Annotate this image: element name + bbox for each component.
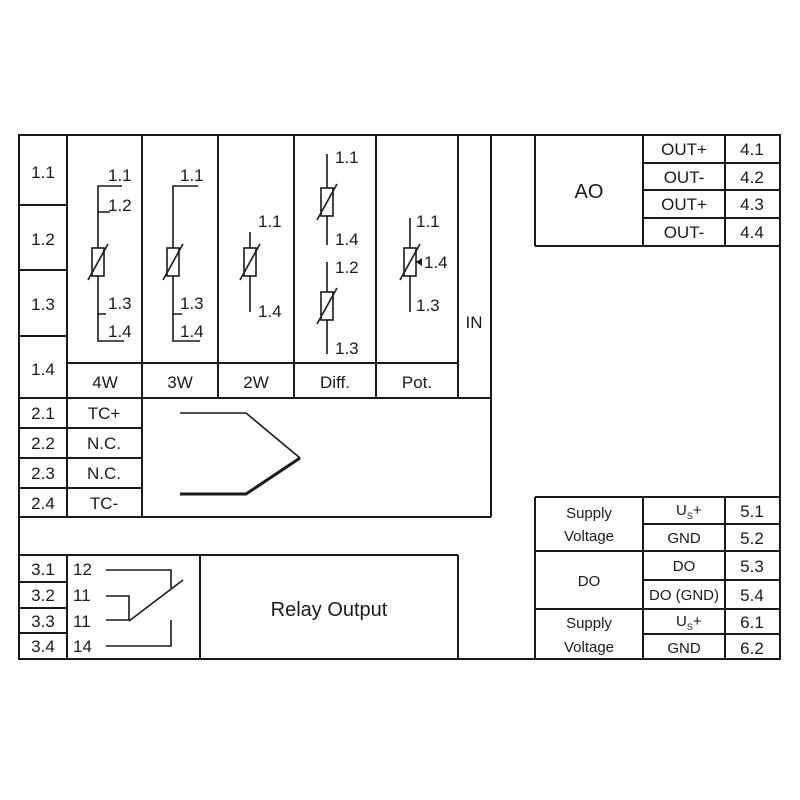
terminal-2-3: 2.3 [31, 464, 55, 483]
ao-out-minus-1: OUT- [664, 168, 705, 187]
svg-text:1.3: 1.3 [180, 294, 204, 313]
supply-do-block: Supply Voltage US+ GND DO DO DO (GND) Su… [564, 502, 719, 657]
thermocouple-block: TC+ N.C. N.C. TC- [87, 404, 301, 513]
terminal-4-2: 4.2 [740, 168, 764, 187]
terminal-5-3: 5.3 [740, 557, 764, 576]
gnd-label-2: GND [667, 640, 701, 657]
svg-text:1.2: 1.2 [335, 258, 359, 277]
supply-label-2: Supply [566, 615, 612, 632]
svg-text:1.1: 1.1 [335, 148, 359, 167]
svg-text:1.1: 1.1 [108, 166, 132, 185]
terminal-4-3: 4.3 [740, 195, 764, 214]
label-4w: 4W [92, 373, 118, 392]
ao-block: AO OUT+ OUT- OUT+ OUT- [575, 140, 707, 242]
label-2w: 2W [243, 373, 269, 392]
terminal-2-2: 2.2 [31, 434, 55, 453]
relay-pin-11b: 11 [73, 612, 91, 631]
relay-output-label: Relay Output [271, 599, 388, 621]
svg-text:1.4: 1.4 [180, 322, 204, 341]
svg-text:1.3: 1.3 [416, 296, 440, 315]
svg-text:1.2: 1.2 [108, 196, 132, 215]
terminal-3-3: 3.3 [31, 612, 55, 631]
potentiometer-symbol: 1.1 1.4 1.3 [399, 212, 448, 315]
ao-out-plus-1: OUT+ [661, 140, 707, 159]
terminal-2-4: 2.4 [31, 494, 55, 513]
svg-text:1.4: 1.4 [424, 253, 448, 272]
tc-minus-label: TC- [90, 494, 118, 513]
rtd-diff-symbol: 1.1 1.4 1.2 1.3 [316, 148, 359, 358]
relay-pin-14: 14 [73, 637, 92, 656]
svg-text:1.4: 1.4 [258, 302, 282, 321]
label-pot: Pot. [402, 373, 432, 392]
terminal-1-3: 1.3 [31, 295, 55, 314]
svg-text:1.1: 1.1 [416, 212, 440, 231]
svg-text:1.4: 1.4 [108, 322, 132, 341]
terminal-5-4: 5.4 [740, 586, 764, 605]
do-pin-label: DO [673, 558, 696, 575]
terminal-labels: 1.1 1.2 1.3 1.4 2.1 2.2 2.3 2.4 3.1 3.2 … [31, 140, 764, 658]
rtd-2w-symbol: 1.1 1.4 [239, 212, 282, 321]
voltage-label-1: Voltage [564, 528, 614, 545]
terminal-6-2: 6.2 [740, 639, 764, 658]
svg-text:1.1: 1.1 [180, 166, 204, 185]
relay-block: 12 11 11 14 Relay Output [73, 560, 388, 656]
us-plus-label-2: US+ [676, 613, 702, 632]
terminal-5-2: 5.2 [740, 529, 764, 548]
terminal-3-1: 3.1 [31, 560, 55, 579]
svg-text:1.3: 1.3 [335, 339, 359, 358]
voltage-label-2: Voltage [564, 639, 614, 656]
terminal-6-1: 6.1 [740, 613, 764, 632]
ao-out-plus-2: OUT+ [661, 195, 707, 214]
in-label: IN [466, 313, 483, 332]
us-plus-label-1: US+ [676, 502, 702, 521]
terminal-4-1: 4.1 [740, 140, 764, 159]
do-label: DO [578, 573, 601, 590]
thermocouple-icon [180, 412, 301, 459]
tc-plus-label: TC+ [88, 404, 121, 423]
terminal-1-4: 1.4 [31, 360, 55, 379]
terminal-1-2: 1.2 [31, 230, 55, 249]
terminal-4-4: 4.4 [740, 223, 764, 242]
svg-text:1.3: 1.3 [108, 294, 132, 313]
relay-pin-12: 12 [73, 560, 92, 579]
terminal-3-2: 3.2 [31, 586, 55, 605]
ao-out-minus-2: OUT- [664, 223, 705, 242]
rtd-mode-labels: 4W 3W 2W Diff. Pot. [92, 373, 432, 392]
relay-contact-icon [106, 569, 172, 588]
terminal-3-4: 3.4 [31, 637, 55, 656]
terminal-5-1: 5.1 [740, 502, 764, 521]
rtd-4w-symbol: 1.1 1.2 1.3 1.4 [87, 166, 132, 342]
rtd-3w-symbol: 1.1 1.3 1.4 [162, 166, 204, 342]
gnd-label-1: GND [667, 530, 701, 547]
label-diff: Diff. [320, 373, 350, 392]
label-3w: 3W [167, 373, 193, 392]
ao-label: AO [575, 181, 604, 203]
terminal-2-1: 2.1 [31, 404, 55, 423]
do-gnd-label: DO (GND) [649, 587, 719, 604]
svg-text:1.1: 1.1 [258, 212, 282, 231]
svg-text:1.4: 1.4 [335, 230, 359, 249]
nc-label-2: N.C. [87, 464, 121, 483]
supply-label-1: Supply [566, 505, 612, 522]
nc-label-1: N.C. [87, 434, 121, 453]
relay-pin-11a: 11 [73, 586, 91, 605]
frame-lines [18, 134, 781, 660]
terminal-1-1: 1.1 [31, 163, 55, 182]
